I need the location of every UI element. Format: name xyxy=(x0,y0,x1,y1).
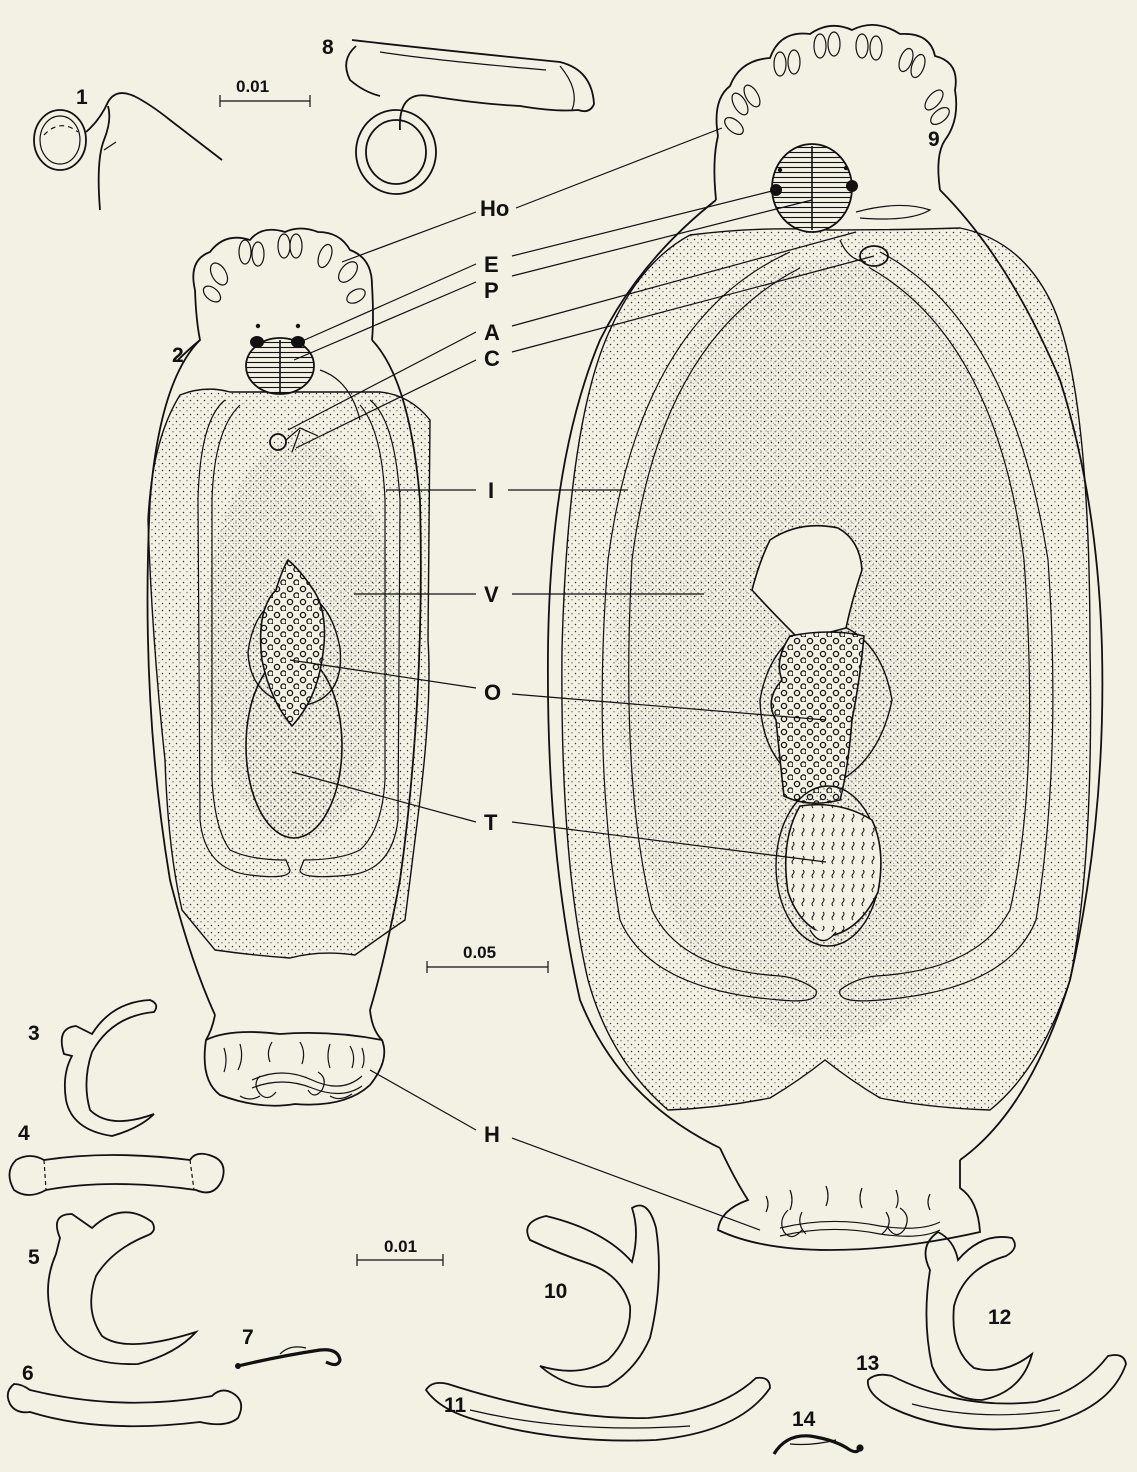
fig2-number: 2 xyxy=(172,344,184,367)
fig13-number: 13 xyxy=(856,1352,879,1375)
fig13-bar xyxy=(868,1355,1126,1429)
fig8-number: 8 xyxy=(322,36,334,59)
fig4-bar xyxy=(9,1154,223,1195)
fig12-anchor xyxy=(926,1232,1033,1400)
label-T: T xyxy=(484,810,498,835)
fig2-worm-body xyxy=(148,229,431,1106)
fig11-number: 11 xyxy=(444,1394,467,1417)
fig7-hooklet xyxy=(235,1347,340,1369)
fig14-number: 14 xyxy=(792,1408,816,1431)
label-A: A xyxy=(484,320,500,345)
scale-bar-middle xyxy=(427,961,548,973)
scale-bar-middle-label: 0.05 xyxy=(463,943,496,962)
scale-bar-top xyxy=(220,95,310,107)
label-O: O xyxy=(484,680,501,705)
label-Ho: Ho xyxy=(480,196,509,221)
scale-bar-bottom-label: 0.01 xyxy=(384,1237,417,1256)
fig3-anchor xyxy=(62,1000,157,1136)
fig5-anchor xyxy=(48,1212,196,1364)
label-H: H xyxy=(484,1122,500,1147)
fig10-number: 10 xyxy=(544,1280,567,1303)
fig6-number: 6 xyxy=(22,1362,34,1385)
fig14-hooklet xyxy=(774,1436,864,1454)
fig7-number: 7 xyxy=(242,1326,254,1349)
fig9-worm-body xyxy=(548,25,1103,1250)
label-I: I xyxy=(488,478,494,503)
fig4-number: 4 xyxy=(18,1122,30,1145)
label-C: C xyxy=(484,346,500,371)
fig8-copulatory-organ xyxy=(346,40,594,194)
fig12-number: 12 xyxy=(988,1306,1011,1329)
fig5-number: 5 xyxy=(28,1246,40,1269)
label-E: E xyxy=(484,252,499,277)
fig3-number: 3 xyxy=(28,1022,40,1045)
label-V: V xyxy=(484,582,499,607)
fig6-bar xyxy=(8,1384,241,1426)
fig1-copulatory-organ xyxy=(34,93,222,210)
label-P: P xyxy=(484,278,499,303)
fig9-number: 9 xyxy=(928,128,940,151)
scale-bar-top-label: 0.01 xyxy=(236,77,269,96)
fig1-number: 1 xyxy=(76,86,88,109)
